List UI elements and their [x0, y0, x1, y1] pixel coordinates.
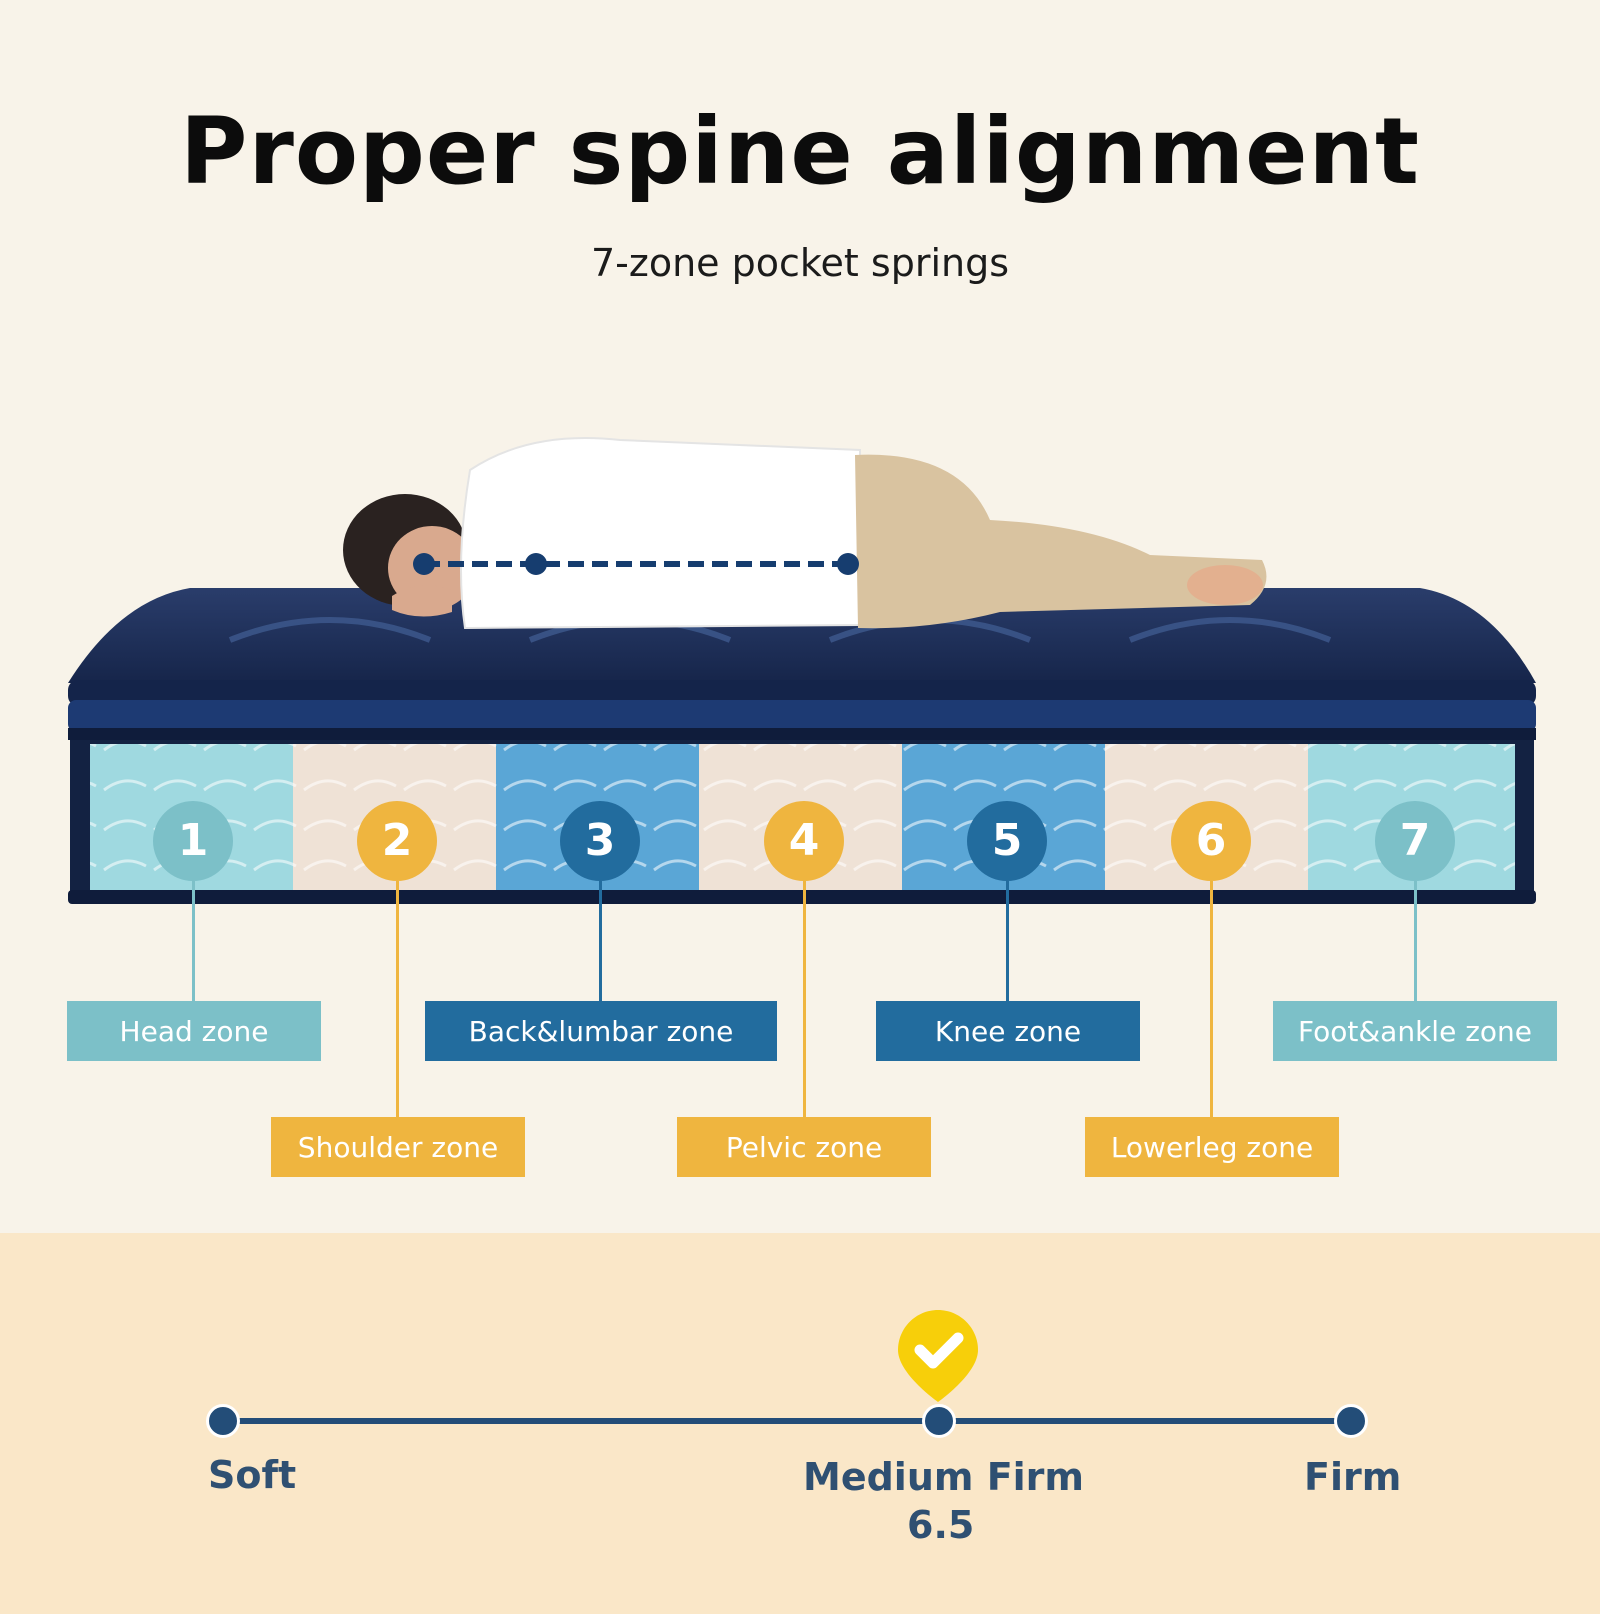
zone-label-text: Shoulder zone: [297, 1130, 499, 1164]
zone-label-head: Head zone: [67, 1001, 321, 1061]
zone-label-text: Foot&ankle zone: [1297, 1014, 1532, 1048]
zone-leader-1: [192, 881, 195, 1001]
zone-leader-6: [1210, 881, 1213, 1117]
firmness-dot-medium-firm: [922, 1404, 956, 1438]
zone-number-text: 1: [177, 815, 209, 866]
check-icon: [898, 1310, 978, 1402]
zone-label-back-lumbar: Back&lumbar zone: [425, 1001, 777, 1061]
firmness-dot-soft: [206, 1404, 240, 1438]
spine-line: [413, 553, 859, 575]
mattress-illustration: [68, 437, 1536, 904]
firmness-label-firm: Firm: [1304, 1455, 1402, 1499]
firmness-label-medium-firm: Medium Firm: [803, 1455, 1085, 1499]
zone-label-shoulder: Shoulder zone: [271, 1117, 525, 1177]
zone-number-7: 7: [1375, 801, 1455, 881]
zone-number-text: 2: [381, 815, 413, 866]
zone-number-2: 2: [357, 801, 437, 881]
zone-label-text: Lowerleg zone: [1110, 1130, 1314, 1164]
page-subtitle: 7-zone pocket springs: [591, 241, 1009, 285]
zone-label-knee: Knee zone: [876, 1001, 1140, 1061]
zone-label-text: Head zone: [119, 1014, 269, 1048]
zone-label-lowerleg: Lowerleg zone: [1085, 1117, 1339, 1177]
zone-label-text: Knee zone: [934, 1014, 1082, 1048]
zone-label-pelvic: Pelvic zone: [677, 1117, 931, 1177]
zone-leader-3: [599, 881, 602, 1001]
zone-number-4: 4: [764, 801, 844, 881]
zone-leader-5: [1006, 881, 1009, 1001]
zone-number-text: 3: [584, 815, 616, 866]
zone-label-text: Pelvic zone: [725, 1130, 883, 1164]
firmness-label-soft: Soft: [208, 1453, 297, 1497]
firmness-value: 6.5: [907, 1503, 975, 1547]
zone-label-text: Back&lumbar zone: [468, 1014, 734, 1048]
zone-leader-2: [396, 881, 399, 1117]
firmness-dot-firm: [1334, 1404, 1368, 1438]
zone-number-text: 4: [788, 815, 820, 866]
zone-number-3: 3: [560, 801, 640, 881]
zone-leader-7: [1414, 881, 1417, 1001]
zone-number-text: 7: [1399, 815, 1431, 866]
zone-number-text: 6: [1195, 815, 1227, 866]
zone-number-6: 6: [1171, 801, 1251, 881]
firmness-scale-line: [222, 1418, 1350, 1424]
sleeping-person: [343, 437, 1267, 630]
zone-number-5: 5: [967, 801, 1047, 881]
zone-leader-4: [803, 881, 806, 1117]
zone-number-text: 5: [991, 815, 1023, 866]
zone-number-1: 1: [153, 801, 233, 881]
zone-label-foot-ankle: Foot&ankle zone: [1273, 1001, 1557, 1061]
page-title: Proper spine alignment: [180, 98, 1420, 205]
